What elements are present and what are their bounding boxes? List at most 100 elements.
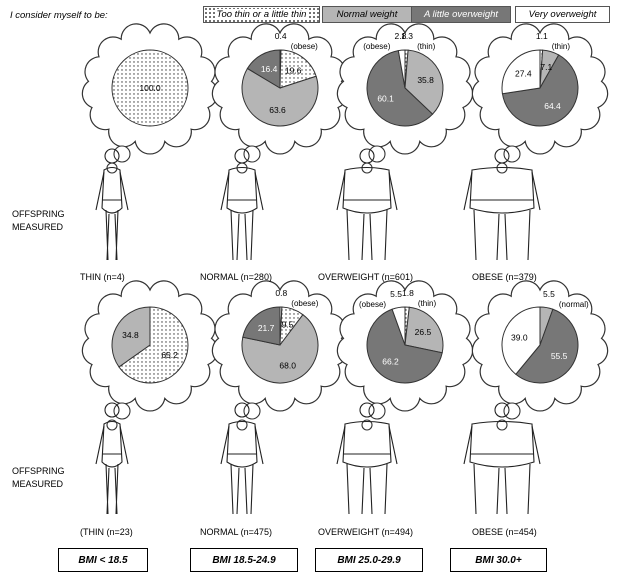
pie-chart [501,306,579,384]
slice-value-label: 5.5 [390,289,402,299]
legend-label-normal: Normal weight [336,9,398,20]
group-label-overweight-top: OVERWEIGHT (n=601) [318,272,413,282]
slice-value-label: 27.4 [515,69,532,79]
slice-value-label: 9.5 [282,319,294,329]
legend-item-little-overweight: A little overweight [411,6,511,23]
pie-slice-little_overweight [246,49,281,89]
legend-item-very-overweight: Very overweight [515,6,610,23]
slice-value-label: 0.4 [275,31,287,41]
slice-value-label: 55.5 [551,351,568,361]
person-figure [220,148,264,261]
pie-chart [366,306,444,384]
row-label-line1: OFFSPRING [12,466,65,476]
pie-slice-very_overweight [501,306,541,375]
person-figure [336,148,398,261]
pie-slice-normal [404,306,444,354]
group-label-overweight-bottom: OVERWEIGHT (n=494) [318,527,413,537]
pie-chart [111,306,189,384]
cloud-bubble [106,419,118,431]
slice-value-label: 68.0 [279,361,296,371]
pie-chart [366,49,444,127]
slice-value-label: 34.8 [122,330,139,340]
slice-value-label: 100.0 [139,83,161,93]
cloud-bubble [503,402,521,420]
row-label-bottom: OFFSPRING MEASURED [12,465,65,491]
pie-slice-very_overweight [501,49,541,95]
bmi-box-overweight: BMI 25.0-29.9 [315,548,423,572]
slice-value-label: 1.3 [401,31,413,41]
legend-label-very-overweight: Very overweight [528,9,597,20]
bmi-box-normal: BMI 18.5-24.9 [190,548,298,572]
group-label-normal-bottom: NORMAL (n=475) [200,527,272,537]
slice-value-label: 0.8 [275,288,287,298]
cloud-bubble [113,145,131,163]
slice-value-label: 39.0 [511,333,528,343]
pie-slice-little_overweight [242,306,281,346]
person-figure [463,402,541,515]
slice-value-label: 21.7 [258,323,275,333]
slice-value-label: 35.8 [417,75,434,85]
group-label-thin-top: THIN (n=4) [80,272,125,282]
legend-item-normal: Normal weight [322,6,412,23]
slice-value-label: 60.1 [377,93,394,103]
cloud-bubble [243,145,261,163]
row-label-line2: MEASURED [12,222,64,232]
slice-value-label: 16.4 [261,64,278,74]
person-figure [220,402,264,515]
slice-note-label: (obese) [291,299,318,308]
pie-slice-little_overweight [501,54,579,127]
slice-value-label: 63.6 [269,105,286,115]
row-label-line2: MEASURED [12,479,64,489]
pie-slice-little_overweight [366,308,443,384]
slice-note-label: (obese) [291,42,318,51]
cloud-bubble [496,419,508,431]
bmi-box-obese: BMI 30.0+ [450,548,547,572]
pie-slice-normal [241,67,319,127]
slice-note-label: (thin) [418,299,437,308]
group-label-obese-top: OBESE (n=379) [472,272,537,282]
pie-slice-thin [118,306,189,384]
pie-slice-thin [279,49,317,89]
cloud-bubble [361,419,373,431]
person-figure [95,402,129,515]
group-label-obese-bottom: OBESE (n=454) [472,527,537,537]
slice-value-label: 1.1 [536,31,548,41]
pie-slice-normal [111,306,151,368]
pie-slice-very_overweight [397,49,406,89]
cloud-bubble [113,402,131,420]
slice-value-label: 1.8 [402,288,414,298]
pie-chart [241,49,319,127]
slice-note-label: (thin) [417,42,436,51]
cloud-bubble [243,402,261,420]
slice-note-label: (normal) [559,300,589,309]
pie-chart [241,306,319,384]
slice-value-label: 26.5 [415,327,432,337]
cloud-bubble [236,419,248,431]
pie-slice-little_overweight [366,50,434,127]
cloud-bubble [368,402,386,420]
pie-slice-little_overweight [515,308,579,384]
cloud-bubble [503,145,521,163]
group-label-normal-top: NORMAL (n=280) [200,272,272,282]
slice-note-label: (thin) [552,42,571,51]
pie-chart [111,49,189,127]
row-label-top: OFFSPRING MEASURED [12,208,65,234]
cloud-bubble [368,145,386,163]
slice-value-label: 64.4 [544,101,561,111]
legend-label-thin: Too thin or a little thin [214,9,309,20]
slice-value-label: 5.5 [543,289,555,299]
legend-title: I consider myself to be: [10,10,108,21]
slice-note-label: (obese) [359,300,386,309]
group-label-thin-bottom: (THIN (n=23) [80,527,133,537]
slice-note-label: (obese) [363,42,390,51]
person-figure [95,148,129,261]
pie-slice-thin [111,49,189,127]
pie-slice-normal [404,49,444,115]
slice-value-label: 19.6 [285,65,302,75]
legend-item-thin: Too thin or a little thin [203,6,320,23]
slice-value-label: 7.1 [540,62,552,72]
pie-slice-very_overweight [391,306,406,346]
legend-label-little-overweight: A little overweight [423,9,499,20]
